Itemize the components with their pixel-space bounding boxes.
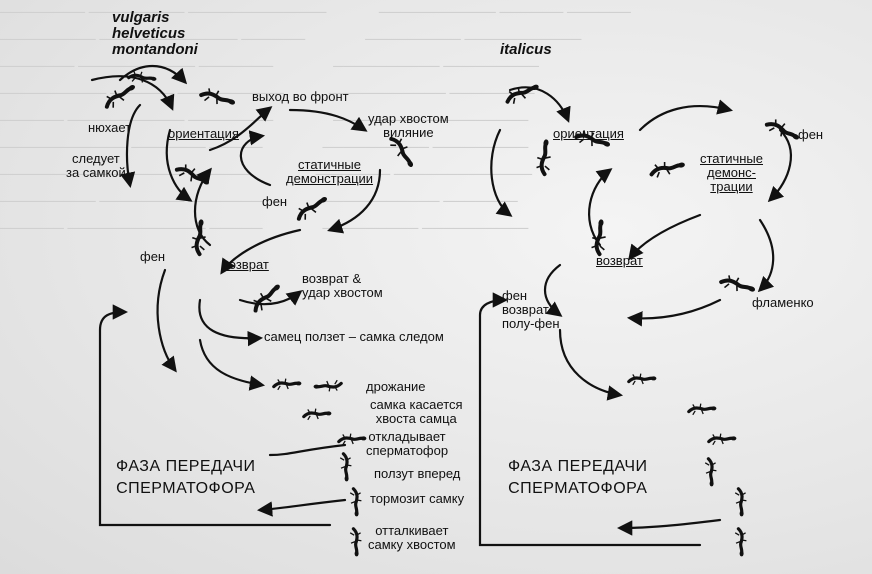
- left-fan-lower: фен: [140, 249, 166, 264]
- left-retreat: возврат: [222, 257, 269, 272]
- r-arrow-orient-static: [638, 99, 733, 132]
- arrow-retreat-tailbeat: [238, 290, 303, 306]
- arrow-retreat-creep: [198, 298, 264, 347]
- species-montandoni: montandoni: [112, 41, 198, 58]
- left-fan-upper: фен: [262, 194, 288, 209]
- left-top-arc: [118, 64, 188, 85]
- right-fan: фен: [798, 127, 824, 142]
- left-upper-return: [120, 103, 142, 189]
- r-arrow-fan-retreat: [544, 263, 563, 317]
- arrow-orient-frontal: [208, 106, 273, 152]
- arrow-frontal-tail: [288, 108, 368, 132]
- r-arrow-flamenco: [757, 218, 775, 293]
- r-arrow-static-retreat: [628, 213, 702, 261]
- arrow-fan-retreat: [220, 228, 302, 275]
- arrow-retreat-orient: [193, 167, 212, 247]
- left-brakes-female: тормозит самку: [370, 491, 465, 506]
- left-creeps-forward: ползут вперед: [374, 466, 461, 481]
- arrow-orient-loop: [165, 128, 193, 202]
- r-arrow-flamenco-back: [626, 298, 722, 327]
- species-helveticus: helveticus: [112, 25, 186, 42]
- arrow-bottom-1: [268, 443, 347, 457]
- arrow-static-loop: [239, 130, 272, 187]
- r-outer-return: [478, 292, 702, 547]
- r-left-loop: [490, 128, 513, 217]
- arrow-creep-tremble: [198, 338, 266, 391]
- species-vulgaris: vulgaris: [112, 9, 170, 26]
- arrow-bottom-2: [256, 498, 347, 517]
- left-orientation: ориентация: [168, 126, 239, 141]
- r-arrow-bottom: [616, 518, 722, 536]
- left-sniffs: нюхает: [88, 120, 132, 135]
- r-arrow-fan: [767, 128, 792, 203]
- species-italicus: italicus: [500, 41, 552, 58]
- left-retreat-tail-beat: возврат &удар хвостом: [302, 271, 383, 300]
- right-retreat: возврат: [596, 253, 643, 268]
- right-orientation: ориентация: [553, 126, 624, 141]
- left-outer-return: [98, 304, 332, 527]
- r-arrow-down: [558, 328, 624, 401]
- right-flamenco: фламенко: [752, 295, 814, 310]
- left-frontal-approach: выход во фронт: [252, 89, 349, 104]
- arrow-leftloop-down: [156, 268, 177, 373]
- left-trembling: дрожание: [366, 379, 426, 394]
- r-arrow-retreat-up: [588, 168, 613, 247]
- arrow-tail-static: [327, 168, 382, 234]
- left-male-creeps: самец ползет – самка следом: [264, 329, 444, 344]
